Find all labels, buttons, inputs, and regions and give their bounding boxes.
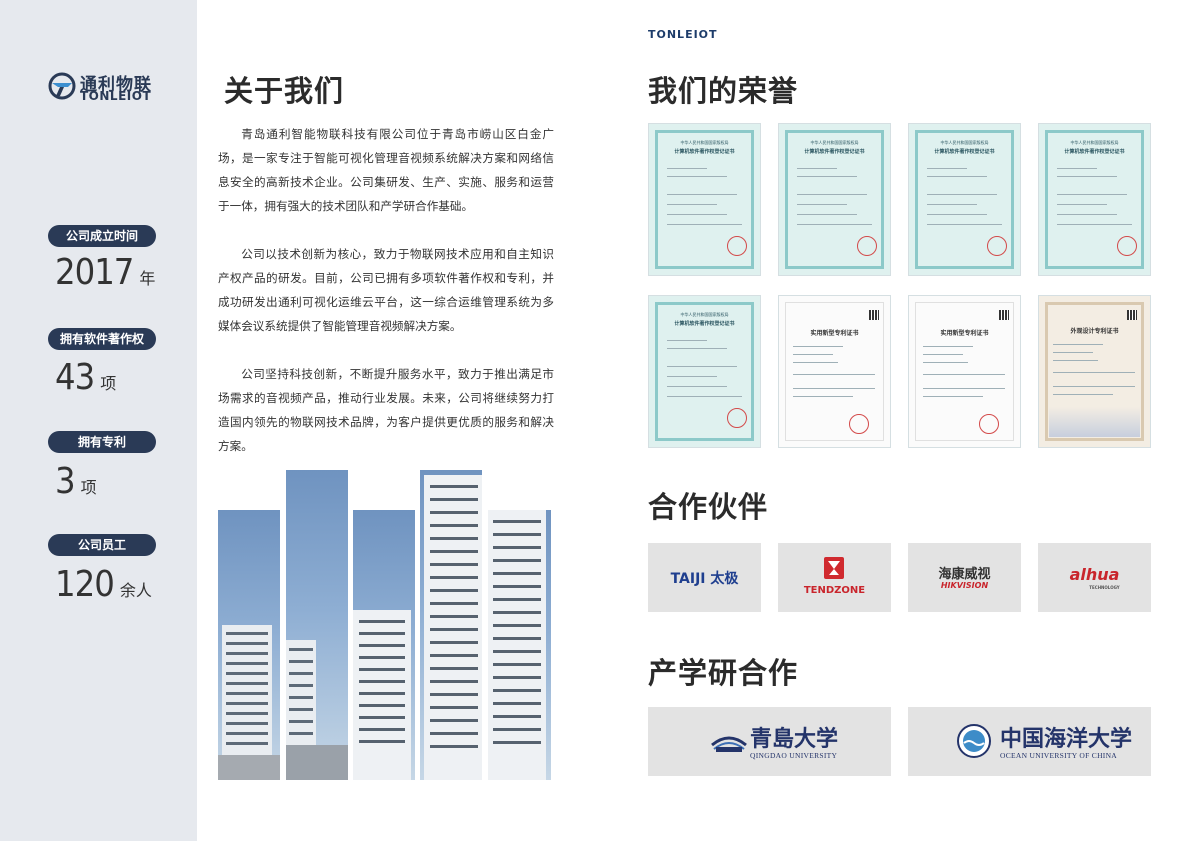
certificate-patent: 实用新型专利证书: [778, 295, 891, 448]
building-photo-strip: [218, 510, 280, 780]
building-photo-strip: [488, 510, 551, 780]
certificate-software: 中华人民共和国国家版权局 计算机软件著作权登记证书: [908, 123, 1021, 276]
university-qingdao: 青島大学 QINGDAO UNIVERSITY: [648, 707, 891, 776]
company-logo: 通利物联 TONLEIOT: [48, 68, 163, 104]
research-title: 产学研合作: [648, 656, 799, 690]
ocean-university-emblem-icon: [957, 724, 991, 758]
certificate-subtitle: 实用新型专利证书: [940, 330, 989, 337]
about-paragraph-3: 公司坚持科技创新，不断提升服务水平，致力于推出满足市场需求的音视频产品，推动行业…: [218, 367, 554, 453]
university-name-en: QINGDAO UNIVERSITY: [750, 751, 838, 760]
partners-title: 合作伙伴: [648, 490, 769, 524]
certificate-heading: 中华人民共和国国家版权局: [680, 312, 729, 317]
certificate-subtitle: 计算机软件著作权登记证书: [674, 149, 735, 155]
stat-number: 43: [55, 357, 95, 398]
qingdao-university-emblem-icon: [711, 736, 747, 752]
partner-sub: TECHNOLOGY: [1089, 585, 1120, 590]
university-ocean: 中国海洋大学 OCEAN UNIVERSITY OF CHINA: [908, 707, 1151, 776]
stat-number: 2017: [55, 252, 134, 293]
about-paragraph-1: 青岛通利智能物联科技有限公司位于青岛市崂山区白金广场，是一家专注于智能可视化管理…: [218, 127, 554, 213]
stat-label-founded: 公司成立时间: [48, 225, 156, 247]
stat-label-software: 拥有软件著作权: [48, 328, 156, 350]
stat-unit: 余人: [119, 581, 152, 600]
partner-taiji: TAIJI 太极: [648, 543, 761, 612]
certificate-subtitle: 计算机软件著作权登记证书: [934, 149, 995, 155]
university-name-cn: 中国海洋大学: [1000, 726, 1133, 752]
header-brand: TONLEIOT: [648, 28, 718, 41]
stat-unit: 项: [80, 478, 97, 497]
certificate-heading: 中华人民共和国国家版权局: [940, 140, 989, 145]
certificate-software: 中华人民共和国国家版权局 计算机软件著作权登记证书: [648, 295, 761, 448]
partner-name: 海康威视: [938, 567, 991, 582]
honors-title: 我们的荣誉: [648, 74, 799, 108]
building-photo-strip: [353, 510, 415, 780]
university-name-en: OCEAN UNIVERSITY OF CHINA: [1000, 751, 1118, 760]
stat-value-software: 43 项: [55, 357, 116, 398]
certificate-design-patent: 外观设计专利证书: [1038, 295, 1151, 448]
stat-number: 120: [55, 564, 115, 605]
building-photo-strip: [420, 470, 482, 780]
stat-value-founded: 2017 年: [55, 252, 155, 293]
about-paragraph-2: 公司以技术创新为核心，致力于物联网技术应用和自主知识产权产品的研发。目前，公司已…: [218, 247, 554, 333]
building-photo-collage: [218, 470, 551, 780]
stat-label-employees: 公司员工: [48, 534, 156, 556]
certificate-software: 中华人民共和国国家版权局 计算机软件著作权登记证书: [648, 123, 761, 276]
partner-tendzone: TENDZONE: [778, 543, 891, 612]
logo-mark-icon: [48, 72, 76, 100]
partner-sub: HIKVISION: [940, 581, 989, 590]
sidebar: 通利物联 TONLEIOT 公司成立时间 2017 年 拥有软件著作权 43 项 拥…: [0, 0, 197, 841]
certificate-software: 中华人民共和国国家版权局 计算机软件著作权登记证书: [778, 123, 891, 276]
logo-en: TONLEIOT: [80, 89, 152, 103]
partner-name: TENDZONE: [803, 585, 866, 596]
stat-label-patents: 拥有专利: [48, 431, 156, 453]
certificate-patent: 实用新型专利证书: [908, 295, 1021, 448]
logo-cn: 通利物联: [80, 75, 152, 95]
partner-hikvision: 海康威视 HIKVISION: [908, 543, 1021, 612]
stat-unit: 项: [100, 374, 117, 393]
certificate-heading: 中华人民共和国国家版权局: [680, 140, 729, 145]
certificate-subtitle: 计算机软件著作权登记证书: [804, 149, 865, 155]
partner-dahua: alhua TECHNOLOGY: [1038, 543, 1151, 612]
stat-unit: 年: [139, 269, 156, 288]
university-name-cn: 青島大学: [750, 726, 839, 752]
about-title: 关于我们: [224, 74, 345, 108]
tendzone-logo-icon: [824, 557, 844, 579]
certificate-subtitle: 计算机软件著作权登记证书: [1064, 149, 1125, 155]
stat-number: 3: [55, 461, 76, 502]
certificate-software: 中华人民共和国国家版权局 计算机软件著作权登记证书: [1038, 123, 1151, 276]
partner-name: alhua: [1069, 565, 1120, 584]
certificate-subtitle: 外观设计专利证书: [1070, 328, 1119, 335]
building-photo-strip: [286, 470, 348, 780]
certificate-subtitle: 实用新型专利证书: [810, 330, 859, 337]
partner-name: TAIJI 太极: [670, 571, 739, 587]
certificate-heading: 中华人民共和国国家版权局: [810, 140, 859, 145]
certificate-subtitle: 计算机软件著作权登记证书: [674, 321, 735, 327]
certificate-heading: 中华人民共和国国家版权局: [1070, 140, 1119, 145]
